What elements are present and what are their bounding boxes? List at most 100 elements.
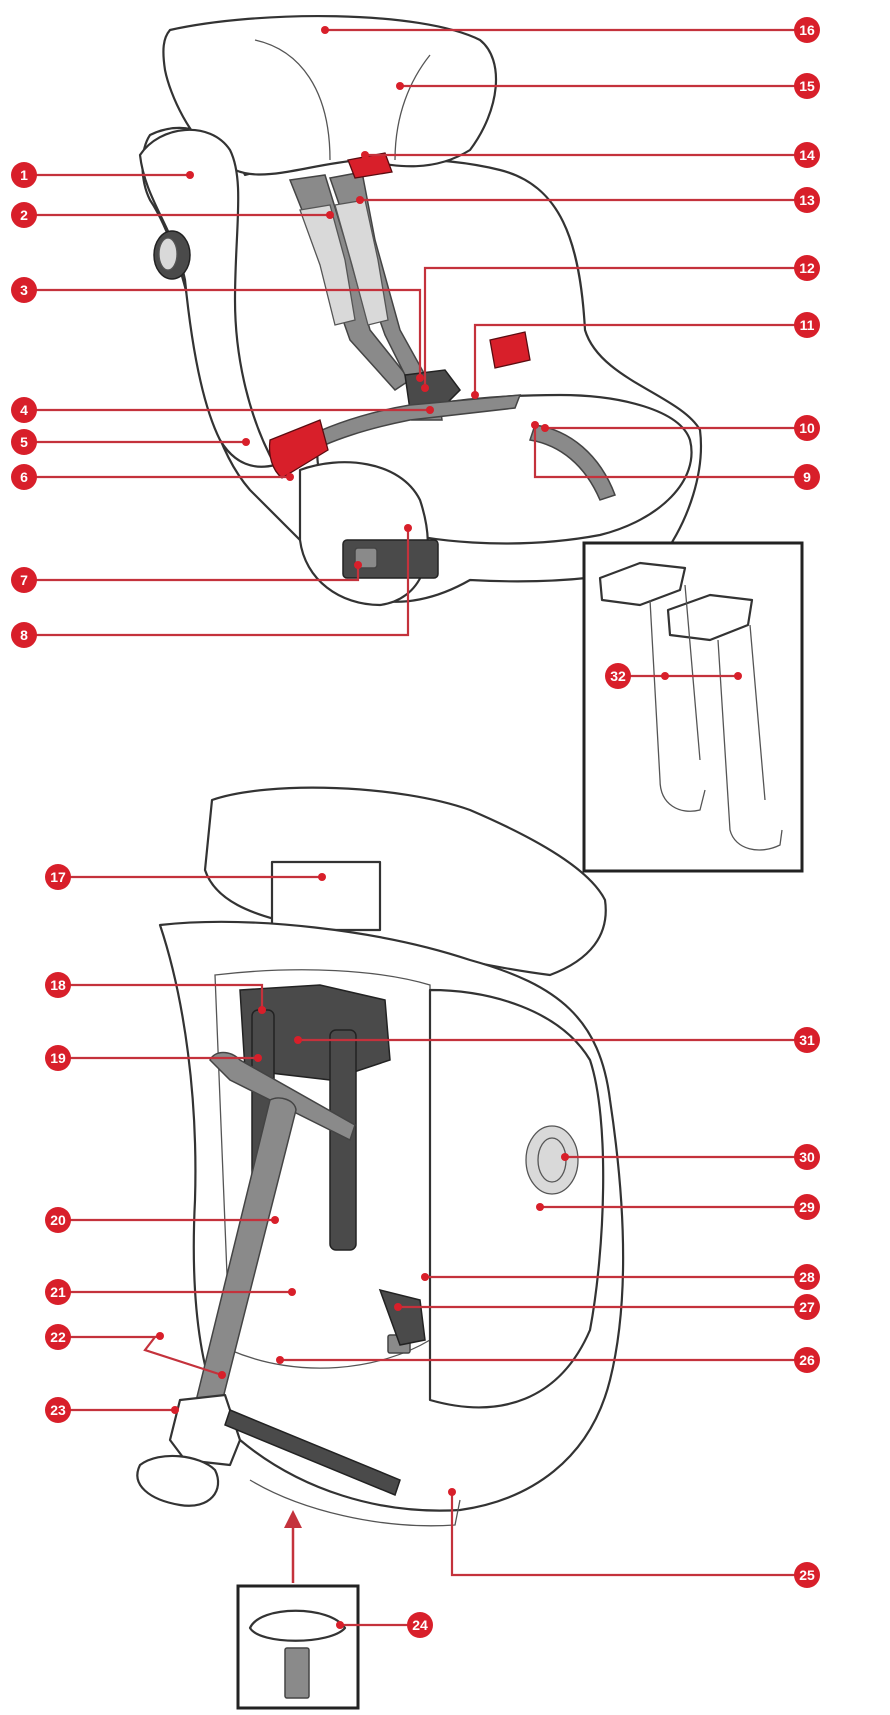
callout-27-label: 27 — [799, 1299, 815, 1315]
rear-strap-right — [329, 1029, 357, 1251]
callout-5: 5 — [11, 429, 37, 455]
clip-arrow-head — [284, 1510, 302, 1528]
callout-15: 15 — [794, 73, 820, 99]
callout-29-label: 29 — [799, 1199, 815, 1215]
callout-30-label: 30 — [799, 1149, 815, 1165]
callout-11-label: 11 — [800, 317, 815, 333]
callout-4-label: 4 — [20, 402, 28, 418]
callout-16-label: 16 — [799, 22, 815, 38]
callout-20: 20 — [45, 1207, 71, 1233]
callout-26-label: 26 — [799, 1352, 815, 1368]
callout-29: 29 — [794, 1194, 820, 1220]
strap-right-body — [717, 624, 783, 851]
callout-30: 30 — [794, 1144, 820, 1170]
callout-24-label: 24 — [412, 1617, 428, 1633]
callout-15-label: 15 — [799, 78, 815, 94]
rear-base-edge — [249, 1479, 461, 1527]
callout-11: 11 — [794, 312, 820, 338]
callout-17: 17 — [45, 864, 71, 890]
callout-23-label: 23 — [50, 1402, 66, 1418]
seat-rear-illustration — [136, 786, 625, 1527]
callout-31: 31 — [794, 1027, 820, 1053]
leader-18 — [70, 983, 264, 1010]
belt-guide-left — [268, 419, 329, 479]
strap-left-body — [649, 584, 706, 812]
support-leg-foot — [168, 1393, 242, 1467]
callout-badges: 1 2 3 4 5 6 7 8 9 10 11 — [11, 17, 820, 1638]
callout-19-label: 19 — [50, 1050, 66, 1066]
support-leg — [194, 1097, 297, 1411]
callout-13: 13 — [794, 187, 820, 213]
callout-3-label: 3 — [20, 282, 28, 298]
lap-belt — [299, 394, 522, 457]
callout-8-label: 8 — [20, 627, 28, 643]
leader-25 — [450, 1492, 795, 1577]
callout-21: 21 — [45, 1279, 71, 1305]
callout-7: 7 — [11, 567, 37, 593]
leader-7 — [36, 565, 360, 582]
callout-6: 6 — [11, 464, 37, 490]
side-knob-cap — [158, 237, 178, 271]
lower-tether-strap — [224, 1409, 401, 1496]
callout-32: 32 — [605, 663, 631, 689]
callout-2-label: 2 — [20, 207, 28, 223]
rear-side-wing — [428, 988, 605, 1409]
leader-8 — [36, 528, 410, 637]
headrest — [162, 14, 498, 176]
callout-12: 12 — [794, 255, 820, 281]
callout-1-label: 1 — [20, 167, 28, 183]
seat-front-illustration — [138, 14, 702, 607]
callout-22: 22 — [45, 1324, 71, 1350]
callout-1: 1 — [11, 162, 37, 188]
callout-5-label: 5 — [20, 434, 28, 450]
callout-16: 16 — [794, 17, 820, 43]
callout-4: 4 — [11, 397, 37, 423]
callout-12-label: 12 — [799, 260, 815, 276]
callout-27: 27 — [794, 1294, 820, 1320]
callout-9: 9 — [794, 464, 820, 490]
callout-14-label: 14 — [799, 147, 815, 163]
callout-9-label: 9 — [803, 469, 811, 485]
clip-loop — [248, 1609, 347, 1642]
callout-2: 2 — [11, 202, 37, 228]
callout-6-label: 6 — [20, 469, 28, 485]
callout-24: 24 — [407, 1612, 433, 1638]
callout-7-label: 7 — [20, 572, 28, 588]
callout-28-label: 28 — [799, 1269, 815, 1285]
leader-lines — [36, 28, 795, 1627]
callout-22-label: 22 — [50, 1329, 66, 1345]
leader-12 — [423, 266, 795, 388]
leader-3 — [36, 288, 422, 378]
callout-14: 14 — [794, 142, 820, 168]
callout-18-label: 18 — [50, 977, 66, 993]
callout-17-label: 17 — [50, 869, 66, 885]
inset-strap-box — [582, 541, 804, 873]
rear-knob — [525, 1125, 579, 1195]
callout-8: 8 — [11, 622, 37, 648]
belt-guide-right — [489, 331, 531, 369]
inset-clip-box — [236, 1510, 360, 1710]
callout-10: 10 — [794, 415, 820, 441]
callout-25-label: 25 — [799, 1567, 815, 1583]
callout-20-label: 20 — [50, 1212, 66, 1228]
rear-belt-loop — [378, 1288, 426, 1346]
headrest-seam — [254, 39, 431, 161]
support-leg-top-bar — [209, 1051, 356, 1142]
callout-13-label: 13 — [799, 192, 815, 208]
callout-23: 23 — [45, 1397, 71, 1423]
adjuster-strap-tail — [529, 424, 616, 501]
leader-dots — [156, 26, 742, 1629]
leader-22 — [70, 1334, 223, 1377]
callout-32-label: 32 — [610, 668, 626, 684]
clip-tab — [284, 1647, 310, 1699]
leader-11 — [473, 323, 795, 395]
rear-label-plate — [270, 860, 382, 932]
strap-connector-left — [598, 561, 687, 607]
callout-31-label: 31 — [799, 1032, 815, 1048]
callout-19: 19 — [45, 1045, 71, 1071]
support-leg-foot-pad — [136, 1454, 220, 1507]
callout-26: 26 — [794, 1347, 820, 1373]
callout-21-label: 21 — [50, 1284, 66, 1300]
shoulder-pad-left — [299, 204, 356, 326]
